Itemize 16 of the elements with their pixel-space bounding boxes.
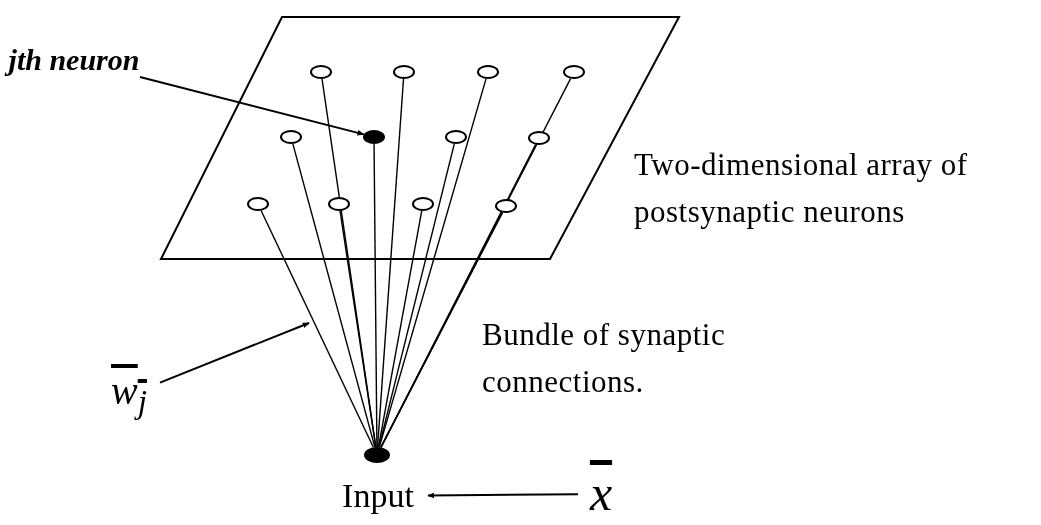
connection-line xyxy=(380,211,504,449)
connection-line xyxy=(378,143,455,448)
bundle-caption: Bundle of synaptic connections. xyxy=(482,316,727,401)
input-label: Input xyxy=(328,474,428,518)
connection-line xyxy=(292,143,376,448)
input-vector-symbol: x xyxy=(578,466,624,522)
arrow xyxy=(427,492,579,499)
connection-line xyxy=(377,210,423,448)
arrow xyxy=(159,322,310,384)
connection-line xyxy=(378,78,487,448)
weight-vector-symbol: w$_{j}$ xyxy=(98,362,160,428)
arrow xyxy=(139,75,365,136)
plane-caption: Two-dimensional array of postsynaptic neurons xyxy=(634,146,969,231)
connection-line xyxy=(260,210,375,448)
connection-line xyxy=(373,143,378,448)
connection-line xyxy=(339,210,377,448)
